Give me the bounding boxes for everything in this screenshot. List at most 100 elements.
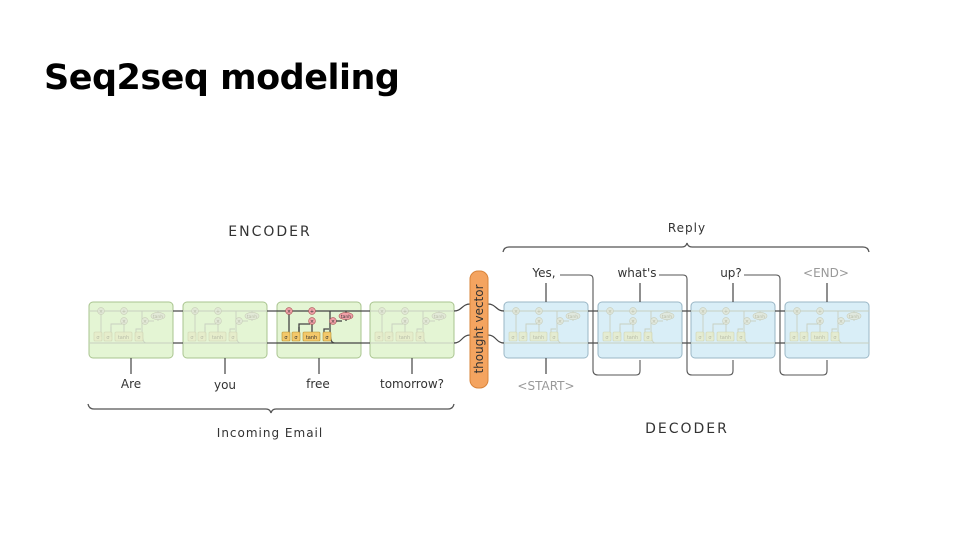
gate-label: σ [325,335,329,341]
op-label: × [331,319,335,325]
pointwise-op [378,307,386,315]
encoder-input-word: Are [121,377,141,391]
gate-label: σ [646,335,650,341]
gate [518,331,528,342]
pointwise-op [308,317,316,325]
gate-label: tanh [399,335,410,341]
gate-label: tanh [814,335,825,341]
op-label: × [424,319,428,325]
gate [508,331,518,342]
gate-label: σ [802,335,806,341]
op-label: × [514,309,518,315]
vector-to-decoder-connector [487,334,505,344]
gate [602,331,612,342]
encoder-input-word: tomorrow? [380,377,444,391]
gate-label: σ [387,335,391,341]
gate-label: σ [418,335,422,341]
decoder-output-word: up? [720,266,742,280]
encoder-input-word: you [214,378,236,392]
gate-label: σ [200,335,204,341]
op-label: × [724,319,728,325]
gate-label: σ [552,335,556,341]
op-label: tanh [849,314,859,320]
gate-label: σ [708,335,712,341]
gate [93,331,103,342]
pointwise-op [606,307,614,315]
encoder-to-vector-connector [453,303,471,312]
gate-label: σ [833,335,837,341]
op-label: tanh [662,314,672,320]
thought-vector-box [469,270,489,389]
op-label: × [558,319,562,325]
gate [103,331,113,342]
op-label: × [652,319,656,325]
gate [281,331,291,342]
op-label: × [122,319,126,325]
gate [114,331,133,342]
op-label: × [839,319,843,325]
gate [623,331,642,342]
pointwise-op [629,307,637,315]
gate-label: σ [231,335,235,341]
end-token: <END> [803,266,849,280]
gate [208,331,227,342]
gate [549,331,559,342]
gate [736,331,746,342]
gate-label: σ [615,335,619,341]
op-label: × [237,319,241,325]
pointwise-op [512,307,520,315]
gate [374,331,384,342]
pointwise-op [214,317,222,325]
gate [302,331,321,342]
gate-label: σ [377,335,381,341]
pointwise-op [401,317,409,325]
pointwise-op [722,307,730,315]
gate [134,331,144,342]
op-label: × [745,319,749,325]
op-label: × [193,309,197,315]
pointwise-op [214,307,222,315]
pointwise-op [191,307,199,315]
op-label: tanh [247,314,257,320]
pointwise-op [120,307,128,315]
gate-label: σ [190,335,194,341]
pointwise-op [97,307,105,315]
decoder-output-word: what's [617,266,656,280]
op-label: × [310,319,314,325]
pointwise-op [722,317,730,325]
incoming-email-label: Incoming Email [217,426,323,440]
encoder-heading: ENCODER [228,224,311,240]
op-label: tanh [153,314,163,320]
gate-label: σ [521,335,525,341]
gate-label: σ [294,335,298,341]
gate-label: tanh [627,335,638,341]
op-label: × [537,319,541,325]
gate-label: σ [96,335,100,341]
gate [799,331,809,342]
gate-label: σ [106,335,110,341]
gate-label: tanh [533,335,544,341]
gate-label: σ [137,335,141,341]
pointwise-op [285,307,293,315]
gate-label: σ [698,335,702,341]
gate [830,331,840,342]
gate [187,331,197,342]
op-label: × [99,309,103,315]
gate-label: tanh [118,335,129,341]
pointwise-op [816,307,824,315]
op-label: × [216,319,220,325]
feedback-connector [560,274,641,376]
op-label: + [122,309,126,315]
encoder-to-vector-connector [453,334,471,344]
gate [415,331,425,342]
incoming-email-brace [87,403,455,414]
op-label: + [310,309,314,315]
op-label: × [403,319,407,325]
op-label: + [631,309,635,315]
